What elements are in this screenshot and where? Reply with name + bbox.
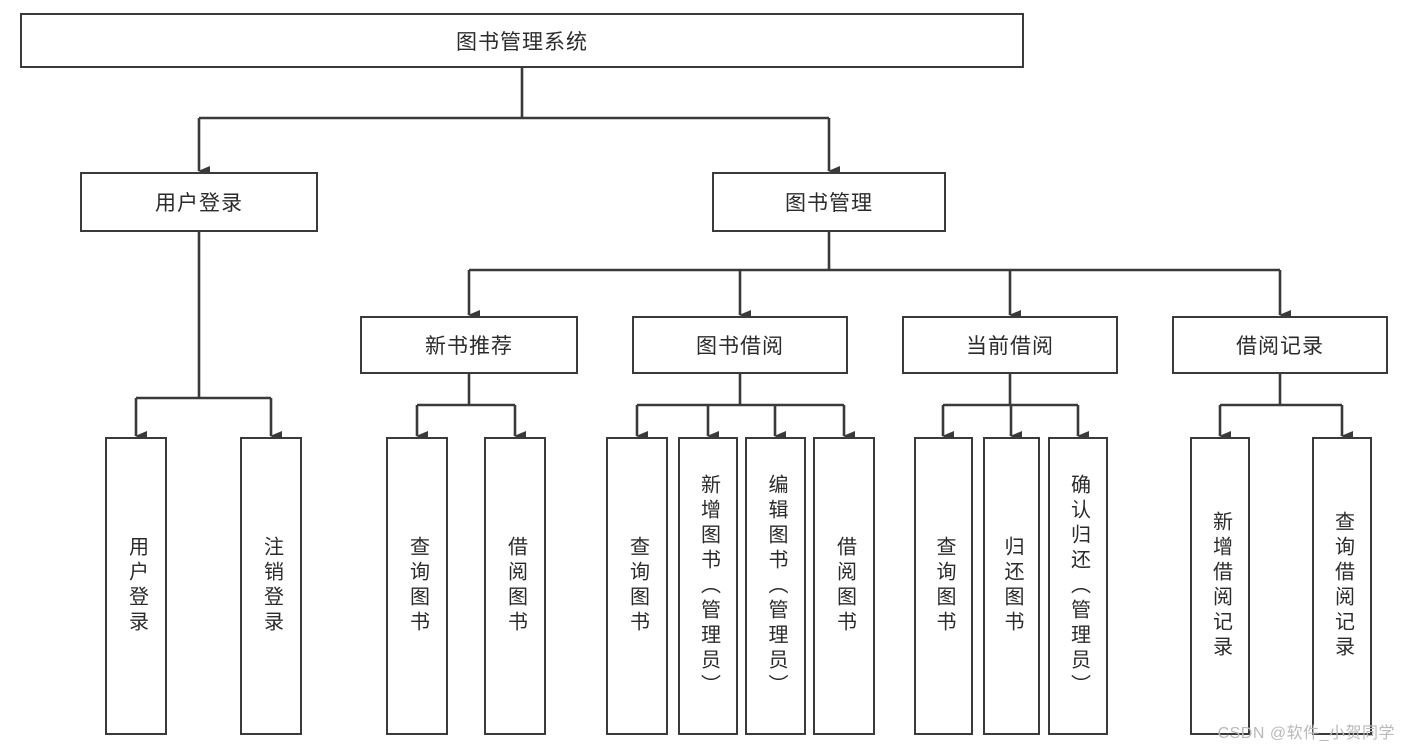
node-level2-0: 用户登录: [80, 172, 318, 232]
node-leaf-12: 查询借阅记录: [1312, 437, 1372, 735]
node-label: 查询图书: [933, 536, 955, 636]
node-leaf-10: 确认归还（管理员）: [1048, 437, 1108, 735]
node-label: 确认归还（管理员）: [1067, 473, 1090, 699]
node-label: 用户登录: [155, 192, 243, 215]
node-label: 图书管理: [785, 192, 873, 215]
node-label: 当前借阅: [966, 335, 1054, 358]
node-label: 注销登录: [260, 536, 283, 636]
node-label: 查询借阅记录: [1331, 511, 1354, 661]
node-level2-1: 图书管理: [712, 172, 946, 232]
node-label: 查询图书: [406, 536, 429, 636]
node-label: 新书推荐: [425, 335, 513, 358]
node-label: 新增借阅记录: [1209, 511, 1232, 661]
node-leaf-5: 新增图书（管理员）: [678, 437, 738, 735]
node-label: 借阅图书: [833, 536, 856, 636]
node-label: 借阅记录: [1236, 335, 1324, 358]
node-level3-1: 图书借阅: [632, 316, 848, 374]
node-root: 图书管理系统: [20, 13, 1024, 68]
csdn-watermark: CSDN @软件_小贺同学: [1217, 725, 1395, 742]
node-leaf-8: 查询图书: [914, 437, 973, 735]
node-label: 新增图书（管理员）: [697, 473, 720, 699]
node-leaf-7: 借阅图书: [813, 437, 875, 735]
node-label: 查询图书: [626, 536, 649, 636]
node-leaf-1: 注销登录: [240, 437, 302, 735]
node-leaf-11: 新增借阅记录: [1190, 437, 1250, 735]
node-leaf-0: 用户登录: [105, 437, 167, 735]
node-level3-2: 当前借阅: [902, 316, 1118, 374]
node-leaf-3: 借阅图书: [484, 437, 546, 735]
node-label: 归还图书: [1001, 536, 1023, 636]
node-leaf-4: 查询图书: [606, 437, 668, 735]
node-label: 用户登录: [125, 536, 148, 636]
node-leaf-6: 编辑图书（管理员）: [745, 437, 806, 735]
node-label: 图书借阅: [696, 335, 784, 358]
node-level3-0: 新书推荐: [360, 316, 578, 374]
node-label: 图书管理系统: [456, 30, 588, 54]
node-leaf-9: 归还图书: [983, 437, 1040, 735]
node-label: 编辑图书（管理员）: [765, 473, 787, 699]
node-label: 借阅图书: [504, 536, 527, 636]
node-level3-3: 借阅记录: [1172, 316, 1388, 374]
node-leaf-2: 查询图书: [386, 437, 448, 735]
